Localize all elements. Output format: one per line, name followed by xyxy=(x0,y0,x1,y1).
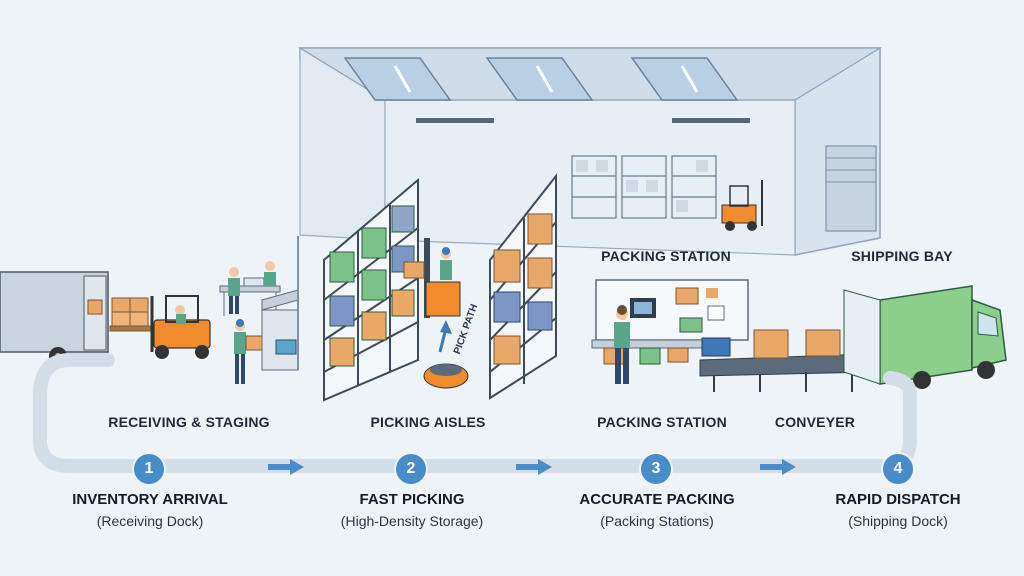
step-1-subtitle: (Receiving Dock) xyxy=(96,513,204,529)
overhead-door xyxy=(825,145,877,232)
ceiling-lamp-1 xyxy=(416,118,494,123)
step-4-subtitle: (Shipping Dock) xyxy=(848,513,948,529)
skylight-1 xyxy=(343,57,452,101)
step-3-subtitle: (Packing Stations) xyxy=(600,513,714,529)
rack-left-boxes xyxy=(329,205,415,367)
pallet-boxes xyxy=(109,297,153,332)
step-2-subtitle: (High-Density Storage) xyxy=(340,513,484,529)
label-conveyer: CONVEYER xyxy=(774,414,856,430)
staging-table xyxy=(261,236,299,371)
flow-arrow-icon xyxy=(268,459,304,475)
background-shelves xyxy=(571,155,717,219)
ceiling-lamp-2 xyxy=(672,118,750,123)
step-2-title: FAST PICKING xyxy=(359,491,465,508)
order-picker-vehicle xyxy=(403,238,461,318)
worker-receiving-3 xyxy=(234,319,265,384)
label-shipping-bay: SHIPPING BAY xyxy=(851,248,953,264)
skylight-3 xyxy=(630,57,739,101)
flow-arrow-icon xyxy=(516,459,552,475)
label-packing-station-upper: PACKING STATION xyxy=(601,248,731,264)
label-picking-aisles: PICKING AISLES xyxy=(370,414,486,430)
step-3-title: ACCURATE PACKING xyxy=(579,491,735,508)
shipping-truck xyxy=(843,285,1007,389)
blue-tote xyxy=(701,337,731,357)
step-1-title: INVENTORY ARRIVAL xyxy=(72,491,228,508)
skylight-2 xyxy=(485,57,594,101)
flow-path xyxy=(33,353,917,473)
warehouse-building xyxy=(297,46,883,256)
rack-right-boxes xyxy=(493,213,553,365)
step-4-title: RAPID DISPATCH xyxy=(835,491,961,508)
step-4-number: 4 xyxy=(881,452,915,486)
receiving-truck xyxy=(0,271,109,365)
receiving-forklift xyxy=(150,295,211,359)
packing-desk xyxy=(591,339,713,365)
step-3-number: 3 xyxy=(639,452,673,486)
worker-packing xyxy=(614,305,630,384)
background-forklift xyxy=(721,180,763,231)
agv-robot xyxy=(423,363,469,389)
step-2-number: 2 xyxy=(394,452,428,486)
label-packing-station-lower: PACKING STATION xyxy=(597,414,727,430)
pick-path-arrow xyxy=(438,320,452,353)
worker-receiving-1 xyxy=(228,267,240,314)
flow-arrow-icon xyxy=(760,459,796,475)
step-1-number: 1 xyxy=(132,452,166,486)
worker-receiving-2 xyxy=(264,261,276,286)
label-receiving-staging: RECEIVING & STAGING xyxy=(108,414,270,430)
